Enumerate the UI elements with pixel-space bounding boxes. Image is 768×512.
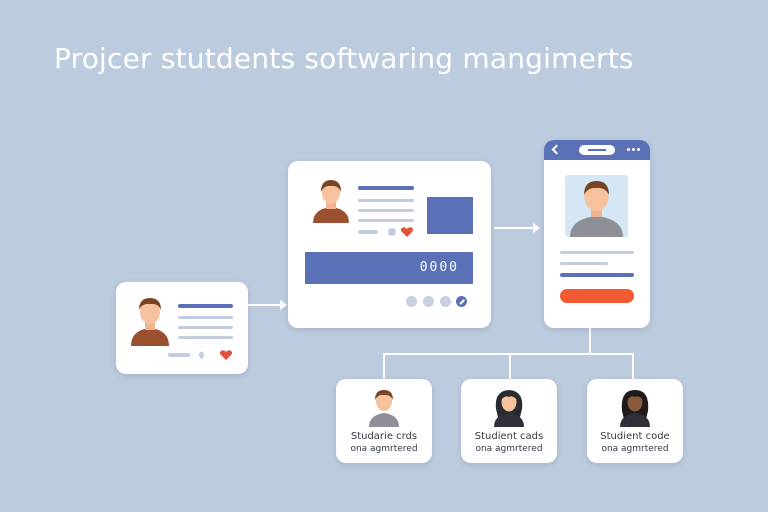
toggle-dot[interactable] (388, 228, 396, 236)
tree-branch (632, 353, 634, 379)
card-title: Studient cads (474, 431, 544, 442)
card-subtitle: ona agmrtered (475, 444, 543, 454)
detail-line (178, 326, 233, 329)
page-dot[interactable] (423, 296, 434, 307)
heart-icon[interactable] (400, 226, 414, 238)
detail-line (358, 209, 414, 212)
profile-photo (565, 175, 628, 237)
code-value: 0000 (419, 260, 459, 275)
student-avatar-icon (131, 298, 169, 346)
student-avatar-icon (570, 181, 623, 237)
card-title: Studarie crds (350, 431, 418, 442)
card-subtitle: ona agmrtered (601, 444, 669, 454)
page-dot[interactable] (440, 296, 451, 307)
student-avatar-icon (494, 390, 524, 427)
phone-mockup[interactable] (544, 140, 650, 328)
menu-dots-icon[interactable] (627, 148, 641, 151)
page-title: Projcer stutdents softwaring mangimerts (54, 42, 634, 75)
name-line (178, 304, 233, 308)
student-card[interactable]: Studient cads ona agmrtered (461, 379, 557, 463)
arrow-dashboard-to-phone (494, 227, 534, 229)
code-banner: 0000 (305, 252, 473, 284)
detail-line (358, 219, 414, 222)
detail-line (560, 251, 634, 254)
action-button[interactable] (560, 289, 634, 303)
arrow-head-icon (280, 300, 287, 310)
detail-line (358, 230, 378, 234)
edit-icon[interactable] (456, 296, 467, 307)
detail-line (358, 199, 414, 202)
tree-branch (383, 353, 385, 379)
image-block (427, 197, 473, 234)
tree-branch (509, 353, 511, 379)
search-pill[interactable] (579, 145, 615, 155)
detail-line (560, 262, 608, 265)
name-line (358, 186, 414, 190)
profile-card-small[interactable] (116, 282, 248, 374)
arrow-head-icon (533, 223, 540, 233)
name-line (560, 273, 634, 277)
dashboard-card[interactable]: 0000 (288, 161, 491, 328)
tree-bar (383, 353, 634, 355)
detail-line (178, 336, 233, 339)
card-title: Studient code (600, 431, 670, 442)
student-card[interactable]: Studient code ona agmrtered (587, 379, 683, 463)
student-avatar-icon (313, 180, 349, 223)
card-subtitle: ona agmrtered (350, 444, 418, 454)
detail-line (178, 316, 233, 319)
page-dot[interactable] (406, 296, 417, 307)
arrow-card-to-dashboard (248, 304, 280, 306)
heart-icon[interactable] (219, 349, 233, 361)
student-avatar-icon (620, 390, 650, 427)
detail-line (168, 353, 190, 357)
student-avatar-icon (369, 390, 399, 427)
student-card[interactable]: Studarie crds ona agmrtered (336, 379, 432, 463)
phone-header-bar (544, 140, 650, 160)
moon-icon (199, 351, 207, 359)
back-chevron-icon[interactable] (551, 144, 562, 155)
tree-stem (589, 328, 591, 354)
